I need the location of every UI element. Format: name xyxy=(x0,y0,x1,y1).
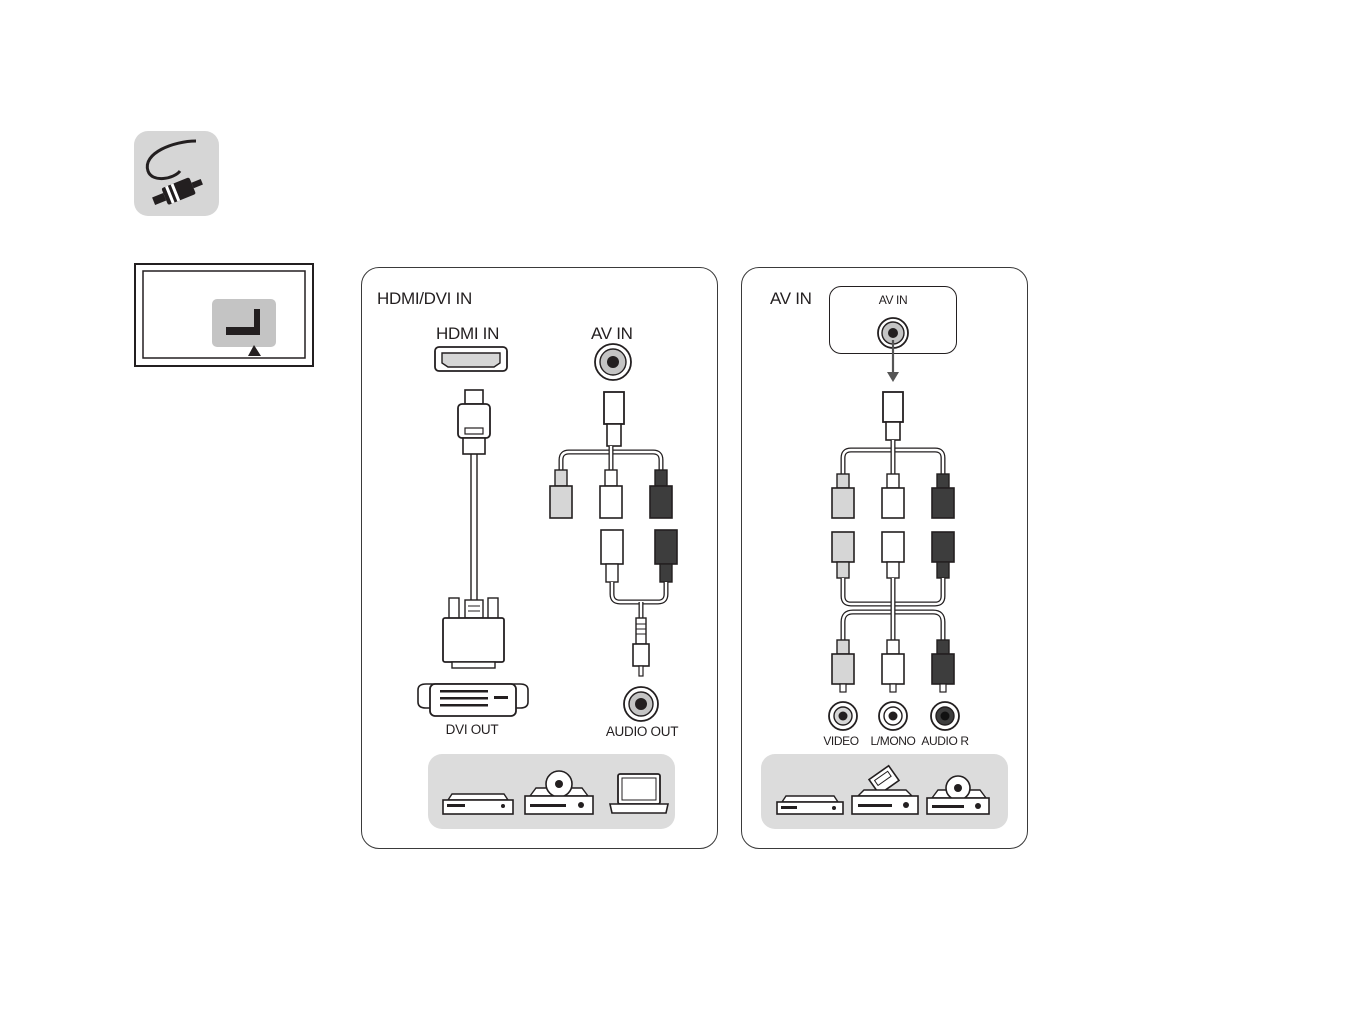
rca-plug-dark-icon xyxy=(932,474,954,518)
audio-r-jack-icon xyxy=(931,702,959,730)
rca-plug-grey-icon xyxy=(832,532,854,578)
arrow-down-icon xyxy=(887,372,899,382)
rca-plug-grey-icon xyxy=(832,640,854,692)
video-jack-icon xyxy=(829,702,857,730)
rca-plug-white-icon xyxy=(882,532,904,578)
l-mono-jack-icon xyxy=(879,702,907,730)
rca-plug-dark-icon xyxy=(932,532,954,578)
rca-plug-white-icon xyxy=(882,474,904,518)
rca-plug-grey-icon xyxy=(832,474,854,518)
set-top-box-icon xyxy=(777,796,843,814)
rca-plug-dark-icon xyxy=(932,640,954,692)
rca-plug-white-icon xyxy=(882,640,904,692)
av-plug-icon xyxy=(883,392,903,440)
